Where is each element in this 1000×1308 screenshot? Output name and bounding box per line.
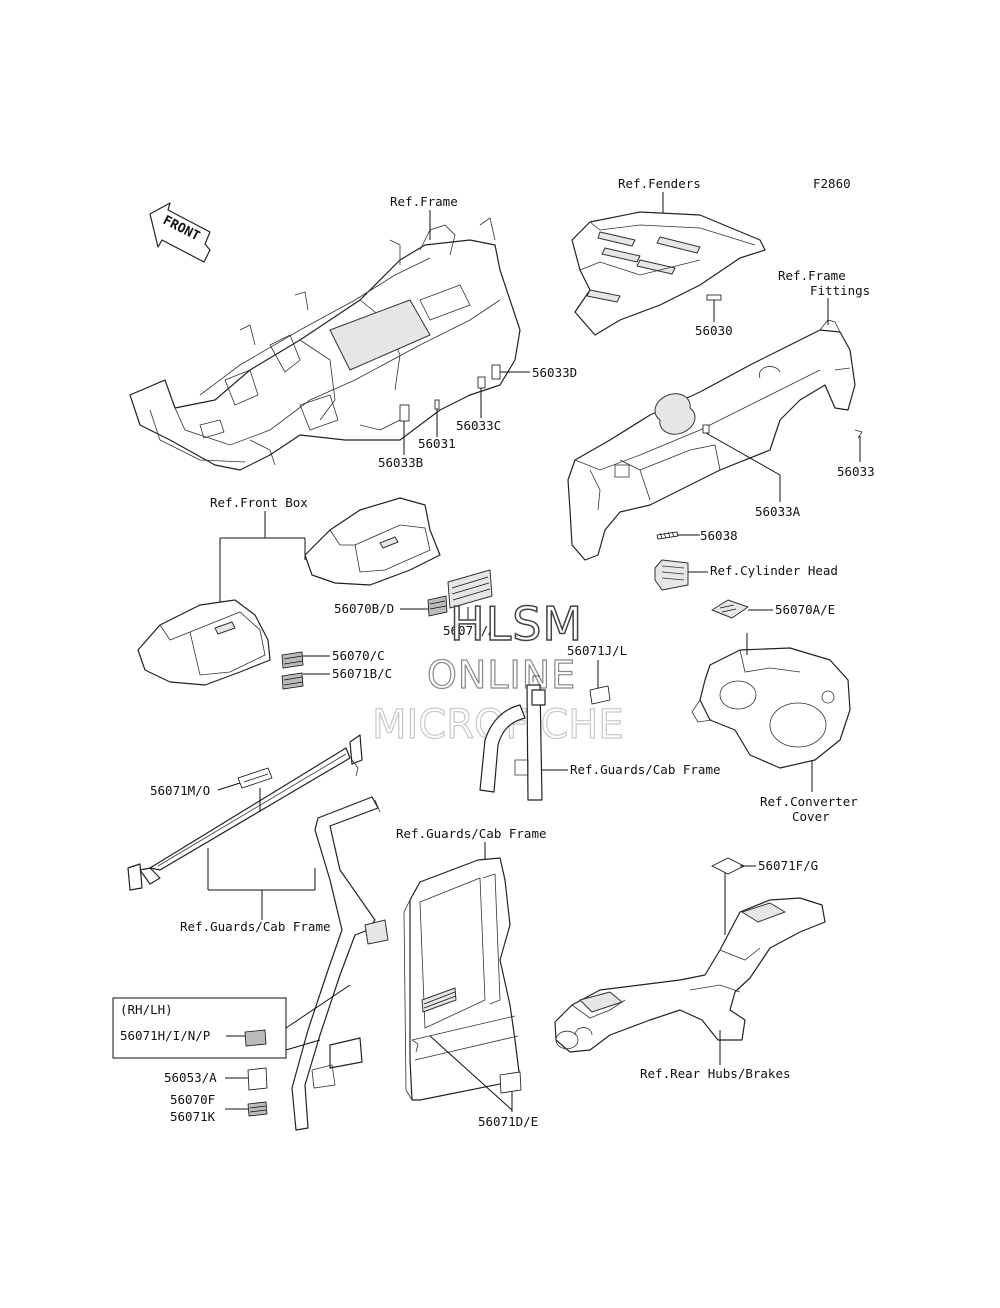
decal-56070F-56071K bbox=[247, 1101, 268, 1117]
front-box-lower bbox=[137, 599, 271, 686]
decal-56031 bbox=[434, 399, 440, 410]
part-56071MO: 56071M/O bbox=[150, 783, 210, 798]
decal-56033A bbox=[702, 424, 710, 434]
ref-frame-label: Ref.Frame bbox=[390, 194, 458, 209]
part-56070AE: 56070A/E bbox=[775, 602, 835, 617]
frame-assembly bbox=[129, 217, 521, 471]
decal-56071HINP bbox=[244, 1029, 267, 1047]
part-56053A: 56053/A bbox=[164, 1070, 217, 1085]
decal-56071FG bbox=[711, 857, 745, 875]
part-56033C: 56033C bbox=[456, 418, 501, 433]
rh-lh-label: (RH/LH) bbox=[120, 1002, 173, 1017]
decal-56070C bbox=[281, 651, 304, 669]
part-56071FG: 56071F/G bbox=[758, 858, 818, 873]
ref-guards-left-label: Ref.Guards/Cab Frame bbox=[180, 919, 331, 934]
part-56030: 56030 bbox=[695, 323, 733, 338]
part-56033D: 56033D bbox=[532, 365, 577, 380]
front-box-upper bbox=[304, 497, 441, 586]
part-56071HINP: 56071H/I/N/P bbox=[120, 1028, 210, 1043]
part-56071JL: 56071J/L bbox=[567, 643, 627, 658]
part-56071BC: 56071B/C bbox=[332, 666, 392, 681]
part-56033B: 56033B bbox=[378, 455, 423, 470]
cab-door-part bbox=[403, 857, 521, 1101]
decal-56071DE bbox=[499, 1071, 522, 1094]
decal-56071A bbox=[447, 569, 493, 609]
decal-56033 bbox=[854, 429, 863, 439]
part-56038: 56038 bbox=[700, 528, 738, 543]
ref-converter-label-1: Ref.Converter bbox=[760, 794, 858, 809]
decal-56033D bbox=[491, 364, 501, 380]
decal-56070BD bbox=[427, 595, 448, 617]
left-guard-bar bbox=[127, 734, 363, 891]
cylinder-head-part bbox=[654, 559, 689, 591]
ref-front-box-label: Ref.Front Box bbox=[210, 495, 308, 510]
part-56070C: 56070/C bbox=[332, 648, 385, 663]
part-56071A: 56071/A bbox=[443, 623, 496, 638]
part-56071K: 56071K bbox=[170, 1109, 216, 1124]
watermark-line-2: ONLINE bbox=[427, 653, 576, 697]
figure-code: F2860 bbox=[813, 176, 851, 191]
part-56033A: 56033A bbox=[755, 504, 801, 519]
part-56033: 56033 bbox=[837, 464, 875, 479]
mid-guard-bar bbox=[479, 675, 546, 801]
ref-frame-fittings-label-2: Fittings bbox=[810, 283, 870, 298]
part-56071DE: 56071D/E bbox=[478, 1114, 538, 1129]
part-56070F: 56070F bbox=[170, 1092, 215, 1107]
decal-56053A bbox=[247, 1067, 268, 1091]
front-arrow-icon: FRONT bbox=[149, 202, 211, 263]
ref-guards-door-label: Ref.Guards/Cab Frame bbox=[396, 826, 547, 841]
decal-56071BC bbox=[281, 672, 304, 690]
ref-rear-hubs-label: Ref.Rear Hubs/Brakes bbox=[640, 1066, 791, 1081]
decal-56033C bbox=[477, 376, 486, 389]
left-guard-tube bbox=[291, 796, 389, 1131]
watermark-line-1: HLSM bbox=[450, 597, 583, 651]
decal-56030 bbox=[706, 294, 722, 301]
decal-56071JL bbox=[589, 685, 611, 705]
ref-cylinder-head-label: Ref.Cylinder Head bbox=[710, 563, 838, 578]
part-56070BD: 56070B/D bbox=[334, 601, 394, 616]
ref-fenders-label: Ref.Fenders bbox=[618, 176, 701, 191]
fender-assembly bbox=[571, 211, 766, 336]
decal-56033B bbox=[399, 404, 410, 422]
ref-frame-fittings-label-1: Ref.Frame bbox=[778, 268, 846, 283]
decal-56070AE bbox=[711, 599, 749, 619]
door-vent-grille bbox=[421, 987, 457, 1013]
ref-guards-mid-label: Ref.Guards/Cab Frame bbox=[570, 762, 721, 777]
ref-converter-label-2: Cover bbox=[792, 809, 830, 824]
frame-fittings-assembly bbox=[567, 319, 856, 561]
rear-hub-assembly bbox=[554, 897, 826, 1053]
part-56031: 56031 bbox=[418, 436, 456, 451]
converter-cover-part bbox=[691, 647, 851, 769]
